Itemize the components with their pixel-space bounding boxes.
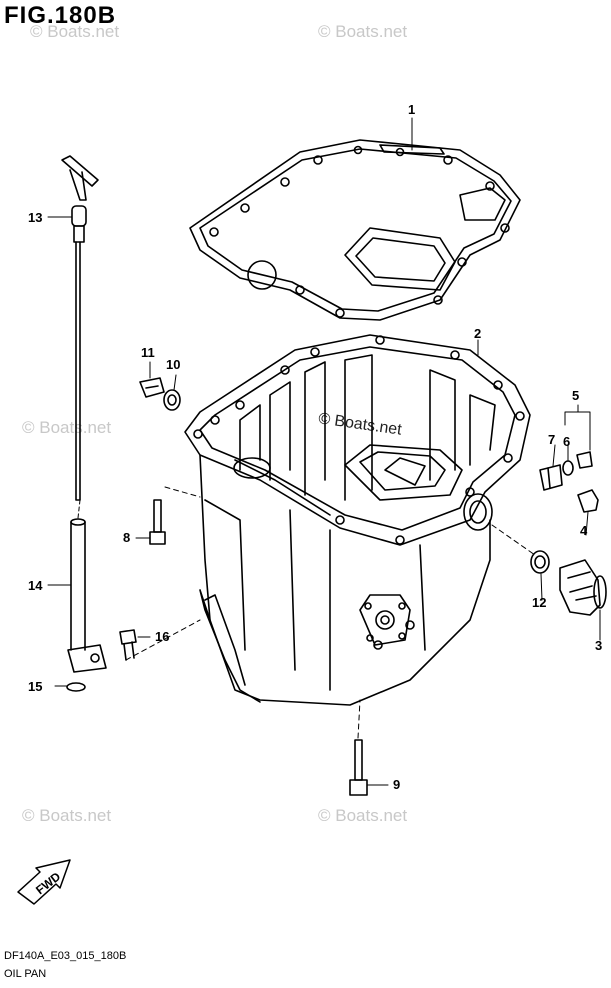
washer-part-10 xyxy=(163,389,181,411)
gasket-part-1 xyxy=(189,139,521,321)
callout-7: 7 xyxy=(548,432,556,447)
watermark: © Boats.net xyxy=(318,806,408,825)
callout-9: 9 xyxy=(393,777,401,792)
bolt-part-8 xyxy=(149,499,166,545)
drain-plug-part-11 xyxy=(139,377,165,398)
diagram-name: OIL PAN xyxy=(4,968,47,980)
bolt-part-9 xyxy=(349,739,368,796)
o-ring-part-12 xyxy=(530,550,550,574)
callout-15: 15 xyxy=(28,679,43,694)
callout-10: 10 xyxy=(166,357,181,372)
watermark: © Boats.net xyxy=(22,418,112,437)
watermark: © Boats.net xyxy=(22,806,112,825)
oil-pan-part-2 xyxy=(184,334,531,706)
watermark: © Boats.net xyxy=(318,22,408,41)
callout-6: 6 xyxy=(563,434,571,449)
callout-1: 1 xyxy=(408,102,416,117)
figure-title: FIG.180B xyxy=(4,2,117,29)
callout-2: 2 xyxy=(474,326,482,341)
fwd-arrow-icon xyxy=(17,859,71,905)
callout-14: 14 xyxy=(28,578,43,593)
guide-tube-part-14 xyxy=(67,518,107,673)
callout-5: 5 xyxy=(572,388,580,403)
o-ring-part-15 xyxy=(66,682,86,692)
watermark: © Boats.net xyxy=(30,22,120,41)
callout-16: 16 xyxy=(155,629,170,644)
sensor-part-3 xyxy=(559,559,607,616)
callout-8: 8 xyxy=(123,530,131,545)
dipstick-part-13 xyxy=(61,155,99,501)
fitting-part-7 xyxy=(539,464,563,491)
callout-13: 13 xyxy=(28,210,43,225)
callout-12: 12 xyxy=(532,595,547,610)
washer-part-6 xyxy=(562,460,574,476)
callout-4: 4 xyxy=(580,523,588,538)
diagram-code: DF140A_E03_015_180B xyxy=(4,950,127,962)
callout-3: 3 xyxy=(595,638,603,653)
callout-11: 11 xyxy=(141,345,155,360)
plug-part-5 xyxy=(576,451,593,469)
cap-part-4 xyxy=(577,489,599,513)
